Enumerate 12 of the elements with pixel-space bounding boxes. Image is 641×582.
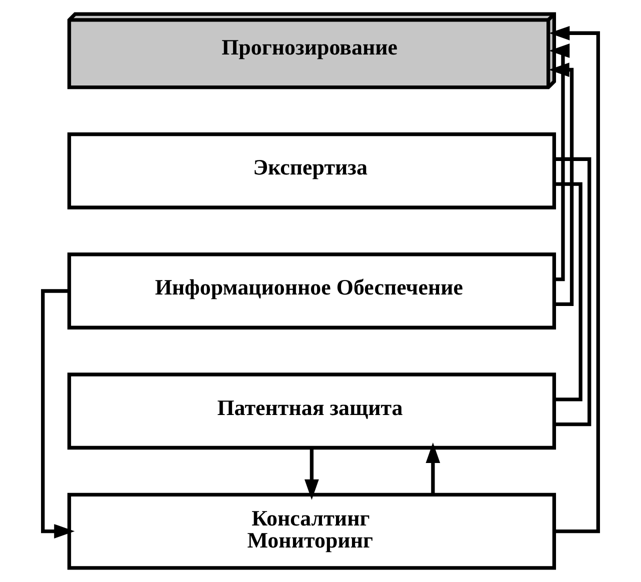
node-box: Экспертиза <box>67 132 556 210</box>
node-box: Патентная защита <box>67 372 556 450</box>
connector <box>554 182 582 402</box>
arrow <box>41 289 75 538</box>
arrow <box>304 448 319 500</box>
node-box: Консалтинг Мониторинг <box>67 492 556 570</box>
arrow <box>548 62 574 306</box>
arrow <box>549 44 570 282</box>
arrow <box>426 442 440 495</box>
connector <box>554 157 592 426</box>
arrow <box>549 26 600 534</box>
node-box: Информационное Обеспечение <box>67 252 556 330</box>
